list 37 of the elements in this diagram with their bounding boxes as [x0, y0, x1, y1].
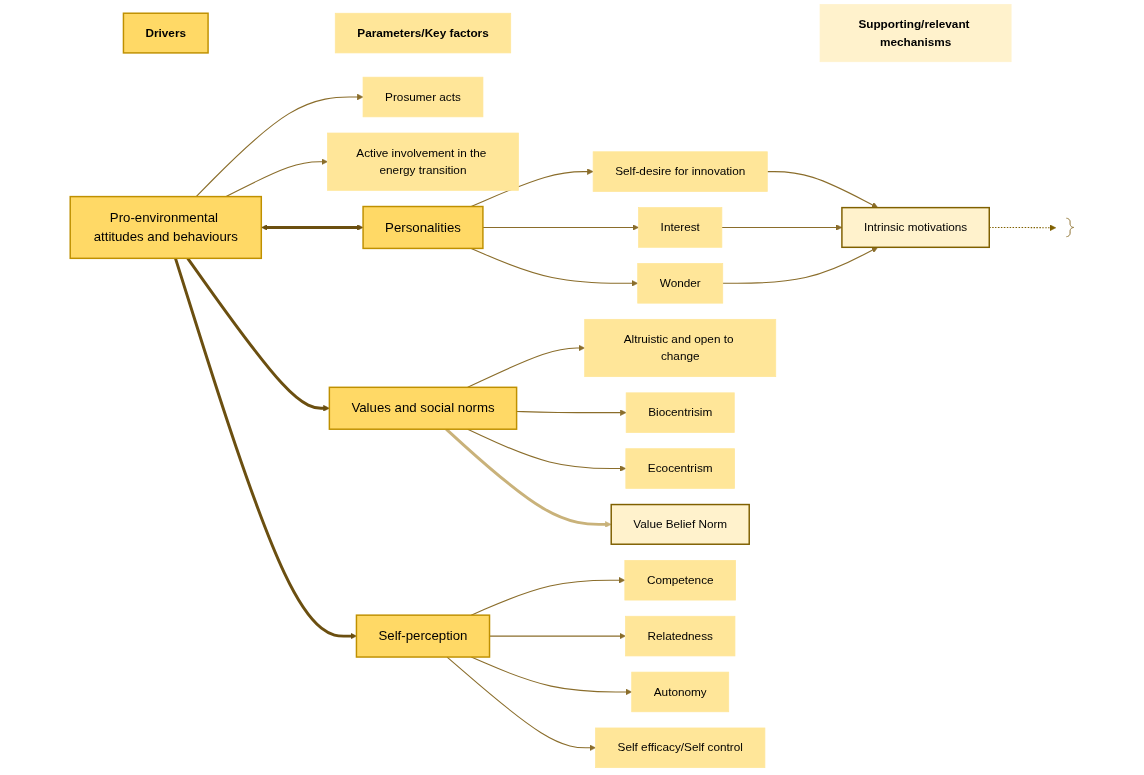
node-box: Altruistic and open to change — [584, 318, 777, 378]
node-box: Relatedness — [625, 615, 736, 657]
arrow — [225, 158, 328, 198]
arrow — [470, 247, 638, 287]
node-box: Wonder — [637, 263, 724, 304]
node-box: Prosumer acts — [362, 76, 484, 118]
arrow — [766, 171, 878, 208]
arrow — [445, 428, 612, 528]
node-box: Personalities — [362, 205, 484, 250]
arrow — [195, 93, 364, 198]
arrow — [516, 409, 627, 416]
node-box: Intrinsic motivations — [841, 206, 990, 249]
arrow — [467, 344, 585, 388]
arrow — [722, 247, 878, 284]
node-bracket — [1066, 217, 1075, 237]
arrow — [446, 656, 596, 752]
node-box: Values and social norms — [328, 386, 518, 430]
arrow — [174, 257, 357, 640]
node-box: Active involvement in the energy transition — [327, 132, 519, 191]
arrow — [261, 224, 364, 231]
node-box: Autonomy — [631, 671, 730, 713]
node-box: Biocentrisim — [625, 392, 735, 433]
arrow — [186, 257, 330, 412]
node-box: Ecocentrism — [625, 448, 735, 489]
node-box: Parameters/Key factors — [334, 12, 512, 54]
arrow — [467, 428, 627, 472]
node-box: Self efficacy/Self control — [595, 727, 766, 768]
node-box: Competence — [624, 560, 736, 601]
node-box: Supporting/relevant mechanisms — [819, 4, 1012, 63]
arrow — [470, 168, 594, 208]
node-box: Pro-environmental attitudes and behaviours — [69, 195, 263, 260]
node-box: Interest — [638, 207, 723, 248]
node-box: Self-perception — [355, 614, 491, 658]
node-box: Self-desire for innovation — [592, 151, 768, 192]
node-box: Value Belief Norm — [610, 503, 750, 545]
arrow — [482, 224, 639, 231]
node-box: Drivers — [122, 12, 209, 54]
